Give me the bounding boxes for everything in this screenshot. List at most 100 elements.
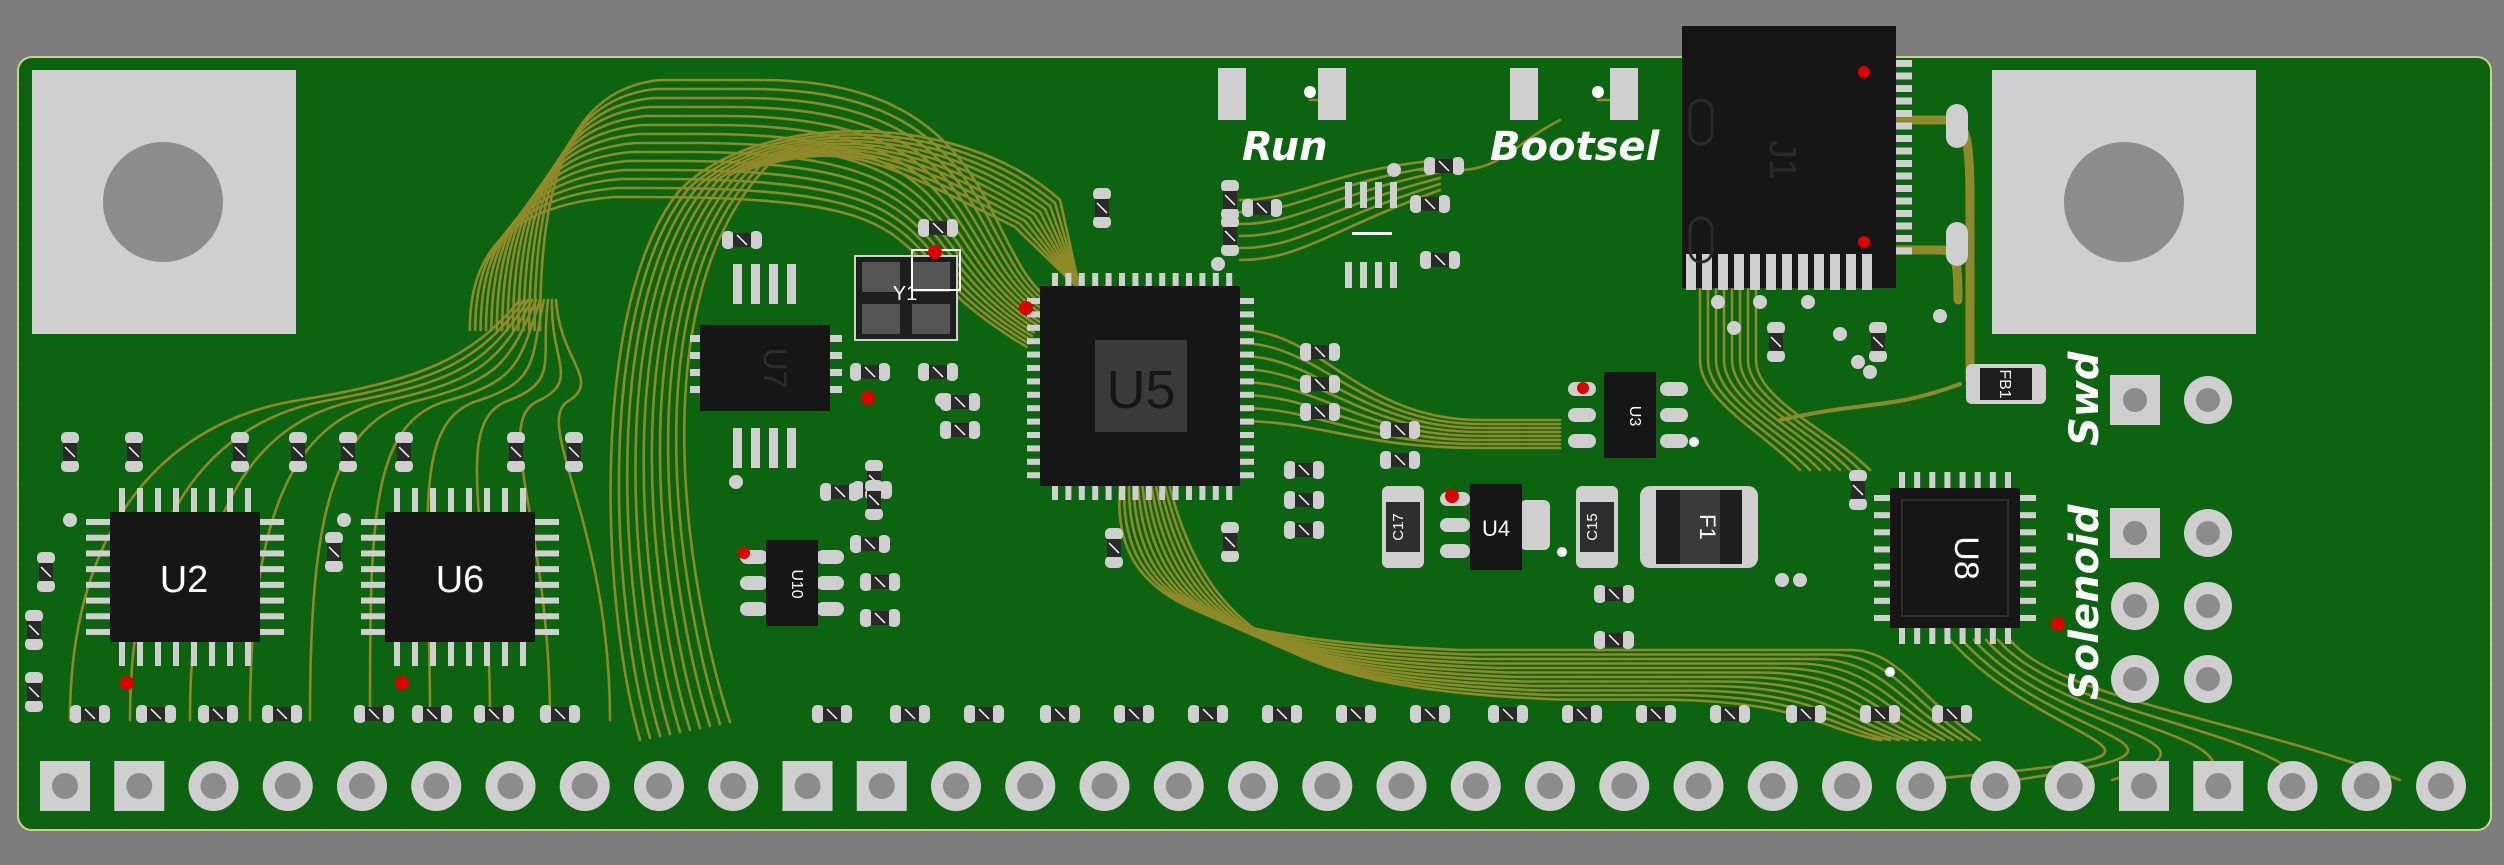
svg-text:U2: U2 (160, 559, 209, 601)
header-pin (1228, 761, 1278, 811)
header-pin (634, 761, 684, 811)
via (1933, 309, 1947, 323)
svg-text:U3: U3 (1626, 406, 1643, 427)
header-pin (1153, 761, 1204, 811)
header-pin (1747, 761, 1798, 811)
passive-component (812, 705, 852, 723)
passive-component (1410, 195, 1450, 213)
passive-component (865, 480, 883, 520)
via (1863, 365, 1877, 379)
passive-component (1114, 705, 1154, 723)
header-pin (2119, 761, 2169, 811)
header-pin (337, 761, 387, 811)
microcontroller-u5: U5 (1019, 273, 1254, 500)
passive-component (1300, 375, 1340, 393)
via (1801, 295, 1815, 309)
passive-component (850, 535, 890, 553)
passive-component (1869, 322, 1887, 362)
pin-header-bottom (40, 761, 2466, 811)
passive-component (1420, 251, 1460, 269)
passive-component (860, 609, 900, 627)
passive-components (25, 157, 1972, 723)
svg-text:Y1: Y1 (893, 283, 917, 305)
passive-component (1105, 528, 1123, 568)
usb-connector-j1: J1 (1682, 26, 1968, 290)
passive-component (25, 672, 43, 712)
swd-header (2110, 375, 2232, 425)
run-button-pads (1218, 68, 1346, 120)
header-pin (485, 761, 536, 811)
passive-component (1221, 216, 1239, 256)
passive-component (70, 705, 110, 723)
regulator-u4: U4 (1440, 484, 1567, 570)
passive-component (136, 705, 176, 723)
header-pin (1302, 761, 1353, 811)
passive-component (1860, 705, 1900, 723)
header-pin (1673, 761, 1724, 811)
passive-component (1336, 705, 1376, 723)
passive-component (354, 705, 394, 723)
via (1387, 163, 1401, 177)
passive-component (1093, 188, 1111, 228)
passive-component (1594, 585, 1634, 603)
svg-text:C17: C17 (1390, 513, 1407, 541)
passive-component (61, 432, 79, 472)
passive-component (1410, 705, 1450, 723)
passive-component (722, 231, 762, 249)
ic-u3: U3 (1568, 372, 1699, 458)
header-pin (782, 761, 833, 811)
svg-text:U5: U5 (1106, 360, 1175, 420)
solenoid-label: Solenoid (2062, 504, 2108, 700)
passive-component (1242, 199, 1282, 217)
header-pin (2044, 761, 2095, 811)
header-pin (2416, 761, 2466, 811)
ic-u8: U8 (1874, 472, 2065, 677)
header-pin (40, 761, 90, 811)
svg-text:U6: U6 (436, 559, 485, 601)
passive-component (1932, 705, 1972, 723)
via (63, 513, 77, 527)
passive-component (540, 705, 580, 723)
via (1753, 295, 1767, 309)
capacitor-c17: C17 (1382, 486, 1424, 568)
passive-component (1424, 157, 1464, 175)
passive-component (1262, 705, 1302, 723)
ferrite-fb1: FB1 (1966, 364, 2046, 404)
passive-component (890, 705, 930, 723)
bootsel-button-pads (1510, 68, 1638, 120)
mounting-hole-right (1992, 70, 2256, 334)
passive-component (1040, 705, 1080, 723)
passive-component (289, 432, 307, 472)
passive-component (1284, 521, 1324, 539)
header-pin (114, 761, 165, 811)
passive-component (125, 432, 143, 472)
passive-component (339, 432, 357, 472)
passive-component (964, 705, 1004, 723)
passive-component (1284, 491, 1324, 509)
header-pin (1896, 761, 1947, 811)
swd-label: Swd (2062, 351, 2108, 446)
header-pin (2341, 761, 2392, 811)
svg-text:C15: C15 (1584, 513, 1601, 541)
mounting-hole-left (32, 70, 296, 334)
header-pin (1599, 761, 1650, 811)
header-pin (1822, 761, 1872, 811)
passive-component (198, 705, 238, 723)
svg-text:U8: U8 (1947, 536, 1985, 579)
passive-component (918, 219, 958, 237)
via (1775, 573, 1789, 587)
passive-component (1488, 705, 1528, 723)
passive-component (325, 532, 343, 572)
via (1711, 295, 1725, 309)
passive-component (1710, 705, 1750, 723)
header-pin (559, 761, 610, 811)
bootsel-label: Bootsel (1490, 124, 1661, 170)
header-pin (708, 761, 759, 811)
ic-u10: U10 (738, 540, 844, 626)
passive-component (1594, 631, 1634, 649)
passive-component (37, 552, 55, 592)
passive-component (860, 573, 900, 591)
header-pin (2193, 761, 2244, 811)
passive-component (1767, 322, 1785, 362)
